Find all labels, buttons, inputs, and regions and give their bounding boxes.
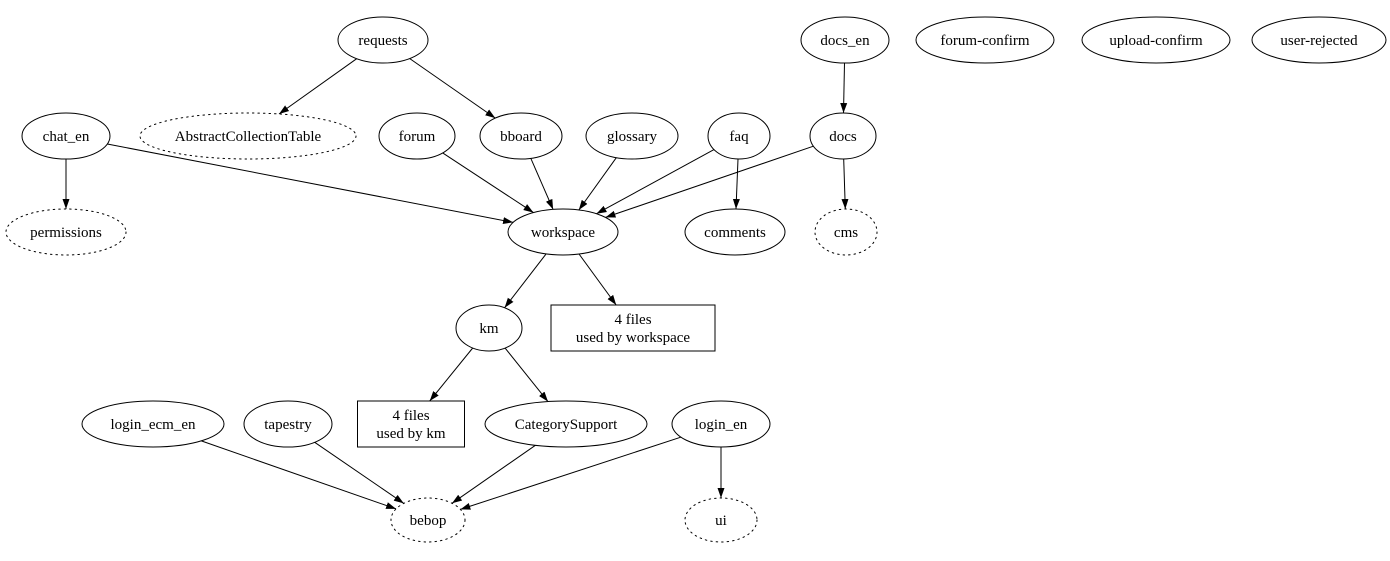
node-label-tapestry: tapestry <box>264 417 312 433</box>
edge-km-CategorySupport <box>504 347 549 402</box>
node-login_ecm_en: login_ecm_en <box>81 400 225 448</box>
node-label-comments: comments <box>704 225 766 241</box>
edge-tapestry-bebop <box>314 441 405 504</box>
node-requests: requests <box>337 16 429 64</box>
node-ellipse-docs_en <box>800 16 890 64</box>
node-ellipse-user-rejected <box>1251 16 1387 64</box>
node-ellipse-comments <box>684 208 786 256</box>
node-ellipse-forum-confirm <box>915 16 1055 64</box>
node-label-chat_en: chat_en <box>43 129 90 145</box>
node-ellipse-AbstractCollectionTable <box>139 112 357 160</box>
node-ellipse-permissions <box>5 208 127 256</box>
node-label-login_ecm_en: login_ecm_en <box>111 417 196 433</box>
edge-faq-workspace <box>596 149 715 215</box>
node-label-forum: forum <box>399 129 436 145</box>
node-user-rejected: user-rejected <box>1251 16 1387 64</box>
node-docs_en: docs_en <box>800 16 890 64</box>
node-label-login_en: login_en <box>695 417 748 433</box>
node-ellipse-chat_en <box>21 112 111 160</box>
edge-chat_en-workspace <box>107 143 514 224</box>
edge-forum-workspace <box>442 152 534 214</box>
node-ellipse-login_ecm_en <box>81 400 225 448</box>
edge-requests-bboard <box>409 58 496 119</box>
node-label-user-rejected: user-rejected <box>1280 33 1358 49</box>
node-label-ui: ui <box>715 513 727 529</box>
node-label-docs: docs <box>829 129 857 145</box>
edge-layer <box>62 58 849 510</box>
node-forum: forum <box>378 112 456 160</box>
node-km: km <box>455 304 523 352</box>
node-permissions: permissions <box>5 208 127 256</box>
node-tapestry: tapestry <box>243 400 333 448</box>
node-workspace: workspace <box>507 208 619 256</box>
node-box-files_km <box>357 400 465 448</box>
node-ellipse-forum <box>378 112 456 160</box>
node-label-forum-confirm: forum-confirm <box>940 33 1029 49</box>
node-label-km: km <box>479 321 499 337</box>
edge-faq-comments <box>732 158 740 210</box>
node-label-requests: requests <box>358 33 407 49</box>
node-faq: faq <box>707 112 771 160</box>
node-layer: requests docs_en forum-confirm upload-confi… <box>5 16 1387 543</box>
node-label-workspace: workspace <box>531 225 595 241</box>
node-label-faq: faq <box>729 129 749 145</box>
edge-CategorySupport-bebop <box>451 444 536 504</box>
node-comments: comments <box>684 208 786 256</box>
node-forum-confirm: forum-confirm <box>915 16 1055 64</box>
node-label-docs_en: docs_en <box>820 33 870 49</box>
node-login_en: login_en <box>671 400 771 448</box>
node-ellipse-workspace <box>507 208 619 256</box>
node-label-bboard: bboard <box>500 129 542 145</box>
node-box-files_workspace <box>550 304 716 352</box>
node-CategorySupport: CategorySupport <box>484 400 648 448</box>
node-ellipse-ui <box>684 497 758 543</box>
node-label-bebop: bebop <box>410 513 447 529</box>
edge-requests-AbstractCollectionTable <box>278 58 357 115</box>
node-ellipse-cms <box>814 208 878 256</box>
edge-glossary-workspace <box>578 157 617 211</box>
node-glossary: glossary <box>585 112 679 160</box>
edge-docs-cms <box>841 158 849 210</box>
node-label-CategorySupport: CategorySupport <box>515 417 618 433</box>
edge-login_ecm_en-bebop <box>201 440 397 510</box>
node-ellipse-km <box>455 304 523 352</box>
edge-bboard-workspace <box>530 158 554 210</box>
node-ellipse-requests <box>337 16 429 64</box>
node-chat_en: chat_en <box>21 112 111 160</box>
node-ellipse-login_en <box>671 400 771 448</box>
node-ellipse-docs <box>809 112 877 160</box>
edge-docs_en-docs <box>840 62 848 114</box>
node-label-AbstractCollectionTable: AbstractCollectionTable <box>175 129 322 145</box>
edge-login_en-bebop <box>460 436 681 510</box>
node-AbstractCollectionTable: AbstractCollectionTable <box>139 112 357 160</box>
node-ellipse-upload-confirm <box>1081 16 1231 64</box>
node-ellipse-glossary <box>585 112 679 160</box>
node-bboard: bboard <box>479 112 563 160</box>
edge-workspace-km <box>504 253 547 309</box>
node-cms: cms <box>814 208 878 256</box>
node-ui: ui <box>684 497 758 543</box>
node-label-permissions: permissions <box>30 225 102 241</box>
edge-docs-workspace <box>605 145 814 218</box>
node-docs: docs <box>809 112 877 160</box>
edge-workspace-files_workspace <box>578 253 617 306</box>
node-ellipse-bebop <box>390 497 466 543</box>
node-ellipse-faq <box>707 112 771 160</box>
node-ellipse-tapestry <box>243 400 333 448</box>
node-label-cms: cms <box>834 225 858 241</box>
node-label-upload-confirm: upload-confirm <box>1109 33 1203 49</box>
node-bebop: bebop <box>390 497 466 543</box>
edge-km-files_km <box>429 347 474 402</box>
node-ellipse-CategorySupport <box>484 400 648 448</box>
node-ellipse-bboard <box>479 112 563 160</box>
node-upload-confirm: upload-confirm <box>1081 16 1231 64</box>
node-label-glossary: glossary <box>607 129 657 145</box>
